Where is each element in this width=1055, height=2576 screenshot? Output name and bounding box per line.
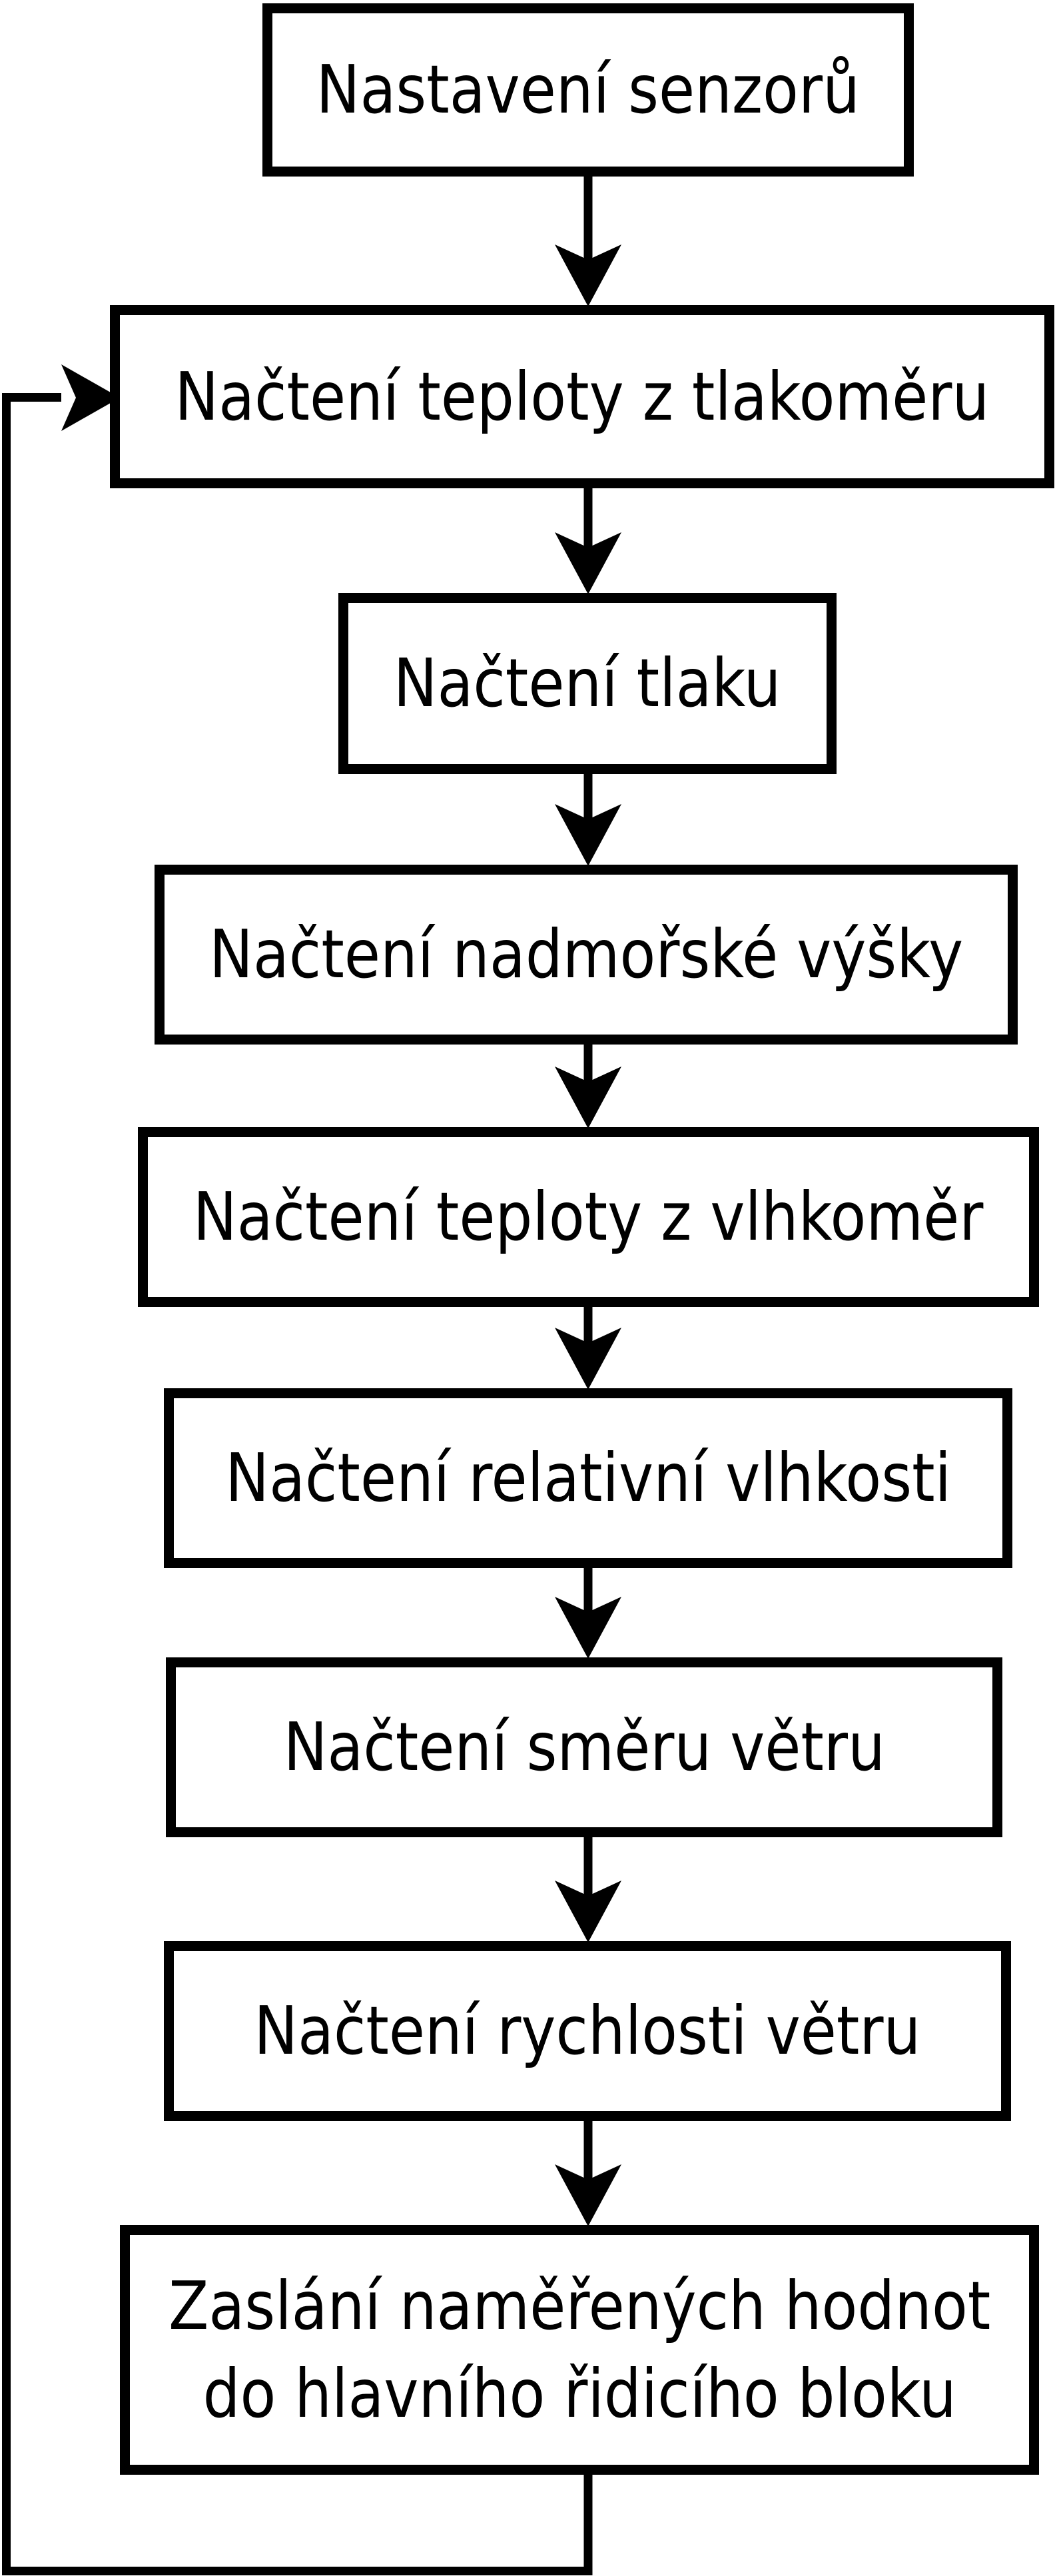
- flow-arrow-4: [555, 1039, 621, 1128]
- flow-arrow-3: [555, 769, 621, 866]
- flow-step-read-temp-barometer: Načtení teploty z tlakoměru: [110, 305, 1054, 488]
- flow-arrow-7: [555, 1832, 621, 1942]
- flow-step-label: Načtení směru větru: [283, 1708, 885, 1786]
- flow-step-label: Načtení rychlosti větru: [254, 1992, 921, 2070]
- flow-step-label-line2: do hlavního řidicího bloku: [202, 2354, 956, 2433]
- loop-back-arrow: [2, 364, 593, 2575]
- flow-step-label-line1: Zaslání naměřených hodnot: [168, 2266, 991, 2345]
- flow-step-label: Načtení nadmořské výšky: [209, 915, 963, 993]
- flow-step-read-altitude: Načtení nadmořské výšky: [155, 865, 1018, 1045]
- flow-step-label: Zaslání naměřených hodnot do hlavního ři…: [169, 2262, 990, 2438]
- flow-arrow-1: [555, 172, 621, 306]
- flow-step-label: Nastavení senzorů: [316, 51, 861, 129]
- flow-arrow-6: [555, 1564, 621, 1659]
- flow-step-label: Načtení tlaku: [394, 644, 781, 722]
- flow-step-read-wind-direction: Načtení směru větru: [166, 1657, 1002, 1837]
- flow-arrow-5: [555, 1302, 621, 1390]
- flow-arrow-2: [555, 484, 621, 594]
- flow-step-label: Načtení teploty z vlhkoměr: [193, 1178, 984, 1256]
- flow-arrow-8: [555, 2117, 621, 2226]
- flow-step-sensor-setup: Nastavení senzorů: [262, 3, 914, 177]
- flow-step-label: Načtení relativní vlhkosti: [225, 1439, 951, 1517]
- flow-step-read-temp-hygrometer: Načtení teploty z vlhkoměr: [138, 1127, 1039, 1307]
- flow-step-send-values: Zaslání naměřených hodnot do hlavního ři…: [120, 2225, 1039, 2475]
- flow-step-read-rel-humidity: Načtení relativní vlhkosti: [164, 1388, 1012, 1568]
- flow-step-read-pressure: Načtení tlaku: [338, 593, 837, 774]
- flow-step-label: Načtení teploty z tlakoměru: [175, 357, 990, 436]
- flow-step-read-wind-speed: Načtení rychlosti větru: [164, 1941, 1011, 2121]
